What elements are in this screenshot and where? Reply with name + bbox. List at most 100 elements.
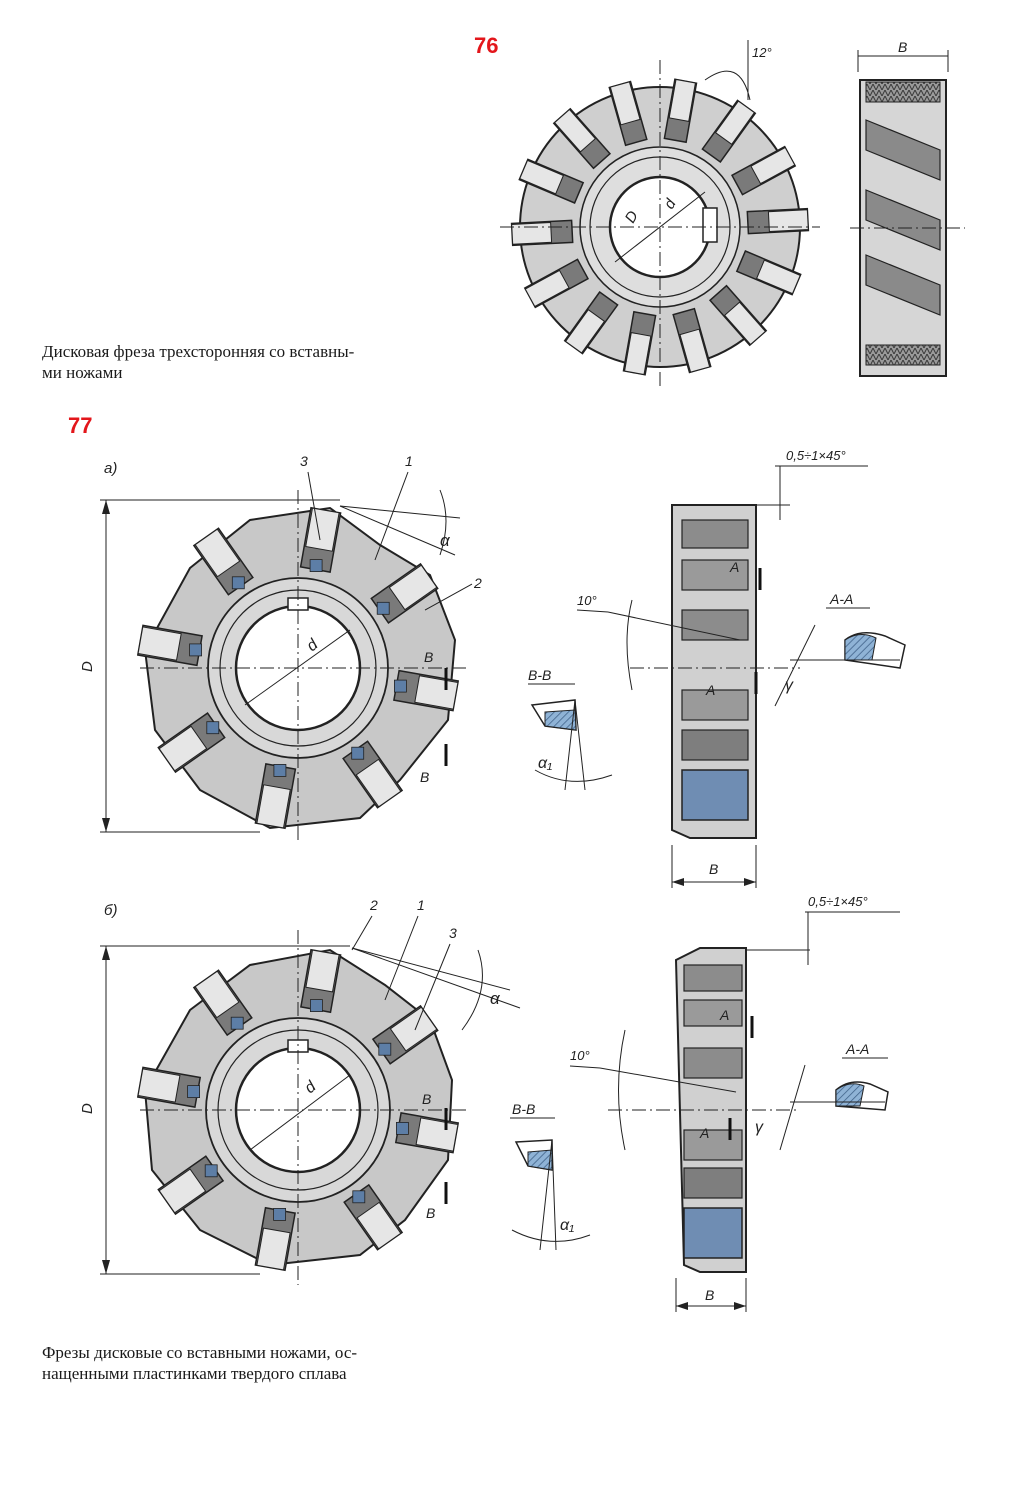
- fig76-knife-face: [564, 309, 606, 354]
- fig77a-knife-face: [194, 528, 241, 578]
- fig77b-section-AA-title: A-A: [845, 1041, 869, 1057]
- fig76-knife-face: [524, 269, 570, 308]
- fig77b-knife-face: [415, 1117, 459, 1152]
- fig77b-knife-carbide: [378, 1042, 392, 1056]
- fig77a-side-view: 0,5÷1×45° A A B 10° A-A γ: [576, 448, 906, 888]
- fig76-side-knife: [865, 189, 941, 251]
- fig77a-section-BB-title: B-B: [528, 667, 551, 683]
- fig77a-knife-carbide: [376, 601, 390, 615]
- fig77b-front-view: б) d D 2 1 3 α B B: [79, 897, 521, 1285]
- fig76-knife-face: [750, 146, 796, 185]
- fig76-knife-face: [668, 78, 696, 122]
- fig77b-label-D: D: [79, 1103, 96, 1114]
- fig77a-section-mark-B2: B: [420, 769, 429, 785]
- fig77a-knife-carbide: [351, 746, 365, 760]
- fig77a-callout-3: 3: [300, 453, 308, 469]
- figure-76-caption-line2: ми ножами: [42, 363, 123, 382]
- fig77a-knife-face: [158, 725, 208, 772]
- fig77b-knife-carbide: [309, 999, 323, 1012]
- fig77b-knife-face: [158, 1168, 207, 1214]
- fig76-side-knife: [865, 254, 941, 316]
- fig77b-section-mark-B2: B: [426, 1205, 435, 1221]
- fig77a-section-BB: B-B α₁: [528, 667, 613, 791]
- fig77b-knife-carbide: [352, 1190, 366, 1204]
- fig77a-knife-face: [256, 784, 291, 829]
- fig77b-knife-carbide: [204, 1164, 218, 1178]
- fig77b-knife-face: [256, 1227, 291, 1271]
- figure-76-number: 76: [474, 33, 499, 58]
- fig77a-knife-carbide: [393, 679, 407, 693]
- figure-77-number: 77: [68, 413, 93, 438]
- fig77b-label-gamma: γ: [755, 1119, 764, 1136]
- fig77b-width-label: B: [705, 1287, 714, 1303]
- fig76-knife-face: [723, 301, 767, 346]
- fig77a-knife-carbide: [206, 721, 220, 735]
- fig77a-knife-carbide: [189, 643, 203, 657]
- fig76-d-dim: [614, 191, 706, 263]
- fig77b-tag: б): [104, 902, 117, 919]
- fig76-angle-arc: [704, 70, 751, 101]
- fig76-side-knife: [865, 119, 941, 181]
- fig77a-width-label: B: [709, 861, 718, 877]
- fig77a-front-view: а) d D 3 1 2 α B B: [79, 453, 482, 840]
- fig77a-tag: а): [104, 460, 117, 477]
- fig77a-callout-2: 2: [473, 575, 482, 591]
- fig77a-label-alpha: α: [440, 531, 451, 550]
- fig76-knife-face: [755, 259, 801, 295]
- fig76-width-label: B: [898, 39, 907, 55]
- fig76-angle-label: 12°: [752, 45, 772, 60]
- fig77b-callout-3: 3: [449, 925, 457, 941]
- fig77a-label-gamma: γ: [785, 677, 794, 694]
- fig77b-knife-carbide: [230, 1016, 244, 1030]
- fig77b-knife-face: [137, 1068, 181, 1103]
- fig76-knife-face: [553, 108, 597, 153]
- fig77b-knife-face: [305, 949, 340, 993]
- fig77a-label-alpha1: α₁: [538, 755, 552, 772]
- fig76-knife-face: [519, 159, 565, 195]
- fig77a-carbide-insert: [681, 769, 749, 821]
- fig77a-label-D: D: [79, 661, 96, 672]
- figure-77-caption-line1: Фрезы дисковые со вставными ножами, ос-: [42, 1343, 358, 1362]
- fig77b-label-alpha: α: [490, 989, 501, 1008]
- fig77a-knife-face: [388, 564, 438, 611]
- fig77a-section-mark-B: B: [424, 649, 433, 665]
- fig77b-section-BB-title: B-B: [512, 1101, 535, 1117]
- fig77b-knife-face: [194, 970, 240, 1019]
- fig77b-angle-10: 10°: [570, 1048, 590, 1063]
- fig77a-knives: [136, 506, 460, 830]
- fig77a-section-AA-title: A-A: [829, 591, 853, 607]
- fig76-front-view: D d 12°: [500, 40, 820, 390]
- fig77b-section-BB: B-B α₁: [510, 1101, 591, 1251]
- fig76-knife-face: [511, 221, 553, 245]
- fig77b-knife-face: [356, 1201, 402, 1250]
- fig77a-angle-10: 10°: [577, 593, 597, 608]
- fig76-knife-face: [624, 332, 652, 376]
- fig77b-label-alpha1: α₁: [560, 1217, 574, 1234]
- figure-77-caption: Фрезы дисковые со вставными ножами, ос- …: [42, 1342, 357, 1384]
- fig77a-knife-face: [355, 758, 402, 808]
- fig77a-label-A: A: [729, 559, 739, 575]
- fig76-knife-face: [679, 328, 711, 373]
- fig77a-chamfer: 0,5÷1×45°: [786, 448, 846, 463]
- figure-76-caption: Дисковая фреза трехсторонняя со вставны-…: [42, 341, 354, 383]
- fig77b-callout-1: 1: [417, 897, 425, 913]
- fig77b-label-A: A: [719, 1007, 729, 1023]
- fig77b-chamfer: 0,5÷1×45°: [808, 894, 868, 909]
- fig77b-knives: [136, 948, 460, 1272]
- figure-76-caption-line1: Дисковая фреза трехсторонняя со вставны-: [42, 342, 355, 361]
- figure-77-caption-line2: нащенными пластинками твердого сплава: [42, 1364, 347, 1383]
- fig77b-side-view: 0,5÷1×45° A A B 10° A-A γ: [569, 894, 900, 1312]
- fig77a-knife-carbide: [309, 559, 323, 572]
- fig77a-knife-carbide: [273, 764, 287, 777]
- fig77b-knife-face: [389, 1006, 438, 1052]
- fig76-side-view: B: [850, 39, 965, 377]
- fig76-knife-face: [609, 81, 641, 126]
- fig77a-knife-face: [305, 507, 340, 552]
- fig77a-callout-1: 1: [405, 453, 413, 469]
- fig77b-section-mark-B: B: [422, 1091, 431, 1107]
- fig77b-carbide-insert: [683, 1207, 743, 1259]
- fig77a-knife-carbide: [231, 576, 245, 590]
- fig77b-knife-carbide: [273, 1208, 287, 1221]
- fig77b-callout-2: 2: [369, 897, 378, 913]
